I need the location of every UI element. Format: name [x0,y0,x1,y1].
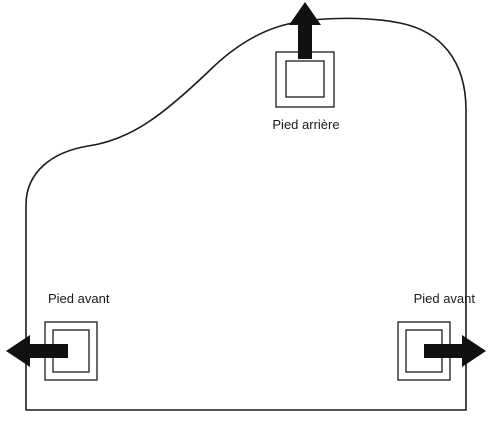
piano-outline [25,17,467,411]
front-leg-left-label: Pied avant [48,291,110,306]
rear-leg [275,51,335,108]
arrow-up-icon [289,2,321,59]
front-leg-right-label: Pied avant [414,291,476,306]
rear-leg-inner-square [285,60,325,98]
rear-leg-label: Pied arrière [272,117,339,132]
arrow-left-icon [6,335,68,367]
arrow-right-icon [424,335,486,367]
